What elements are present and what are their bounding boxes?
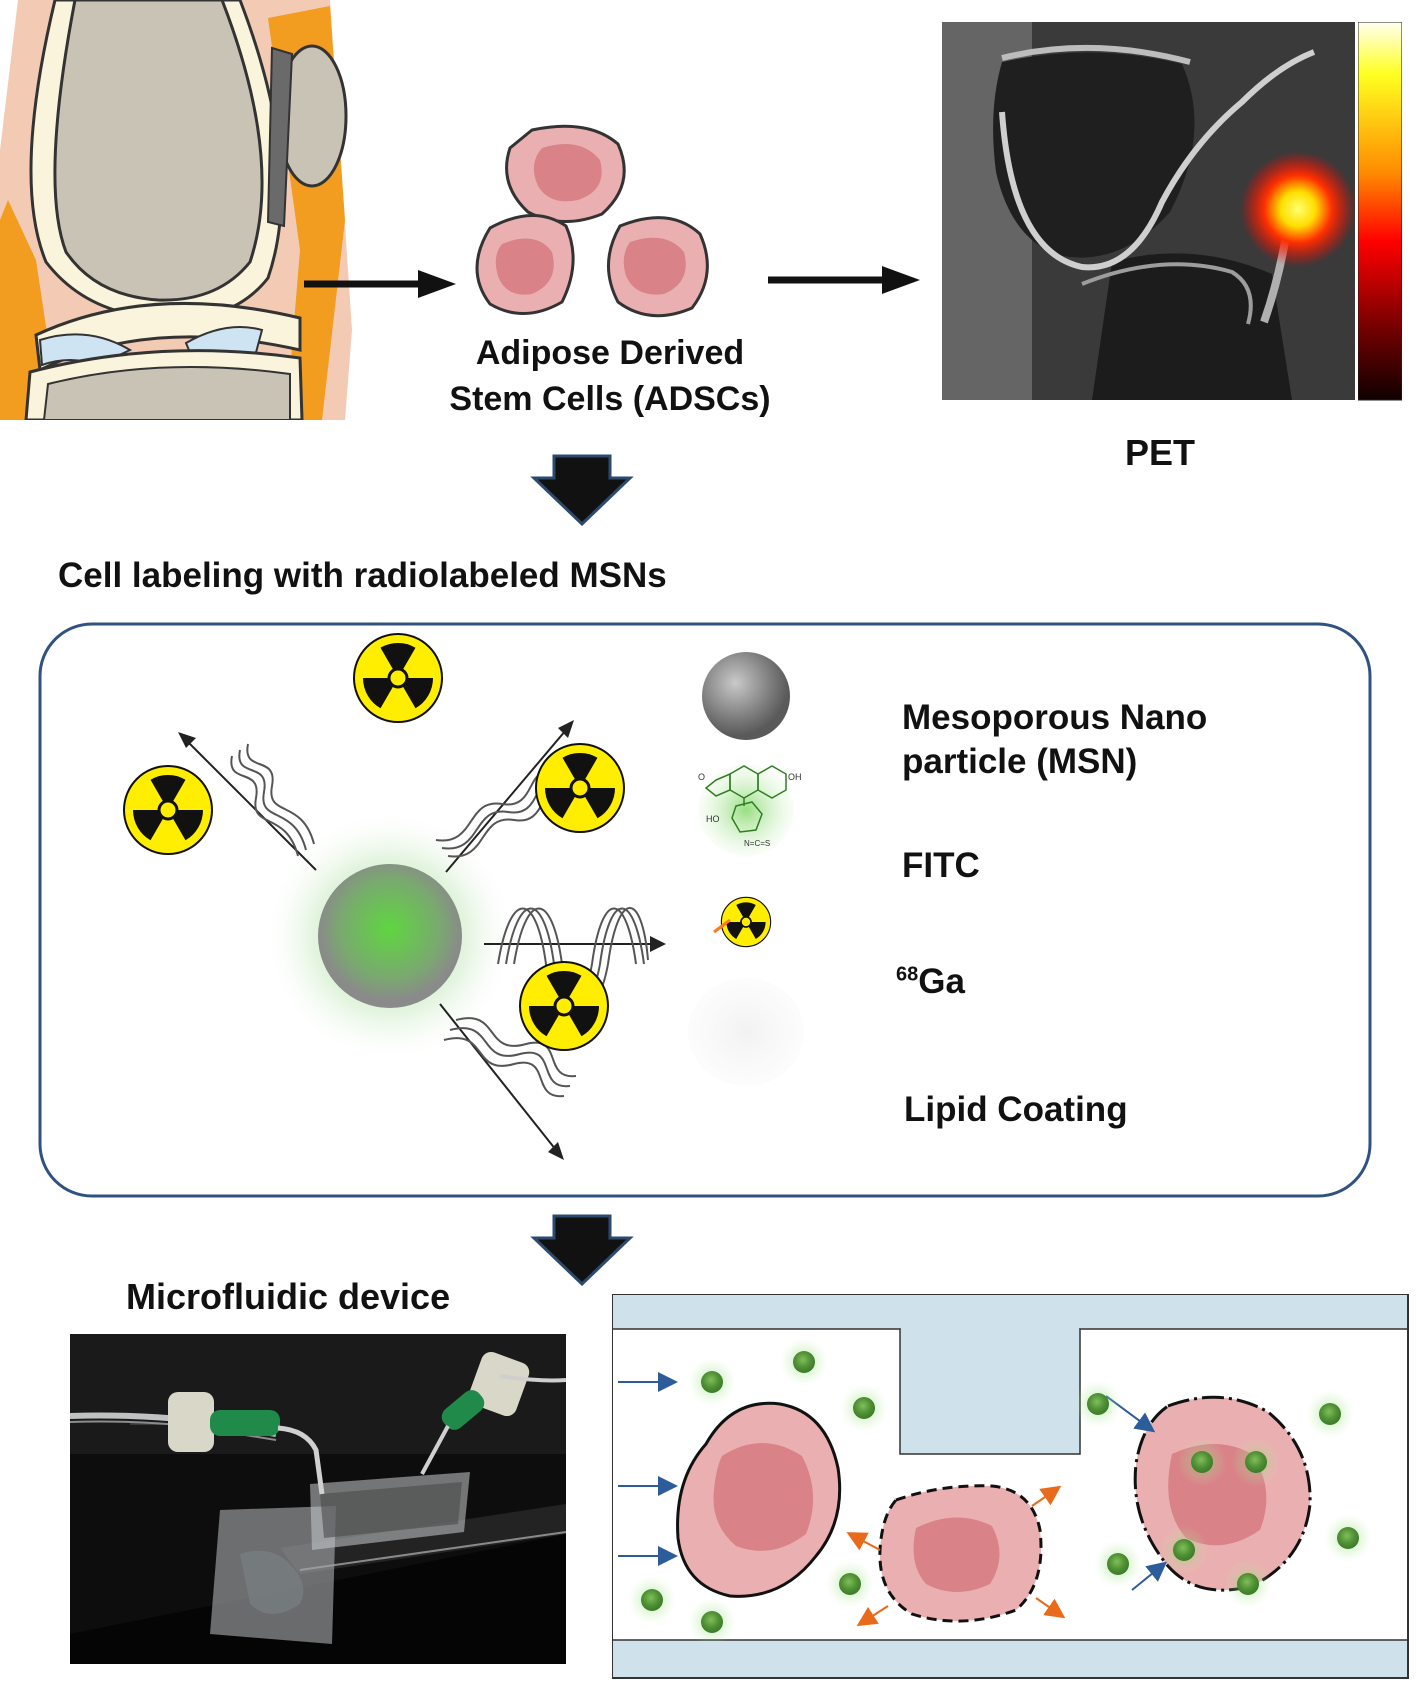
adsc-cells-illustration bbox=[475, 124, 709, 318]
green-particle bbox=[1232, 1438, 1280, 1486]
microfluidic-device-title: Microfluidic device bbox=[126, 1276, 451, 1317]
radiation-icon bbox=[518, 960, 610, 1052]
radiation-icon bbox=[534, 742, 626, 834]
leak-arrow bbox=[856, 1605, 889, 1627]
adsc-cell bbox=[475, 214, 575, 315]
adsc-label-line1: Adipose Derived bbox=[475, 334, 745, 372]
green-particle bbox=[1178, 1438, 1226, 1486]
leak-arrow bbox=[1035, 1597, 1066, 1619]
microfluidic-channel-schematic bbox=[612, 1294, 1409, 1679]
radiation-icon bbox=[122, 764, 214, 856]
green-particle bbox=[826, 1560, 874, 1608]
msn-legend-icon bbox=[702, 652, 790, 740]
green-particle bbox=[688, 1598, 736, 1646]
green-particle bbox=[1160, 1526, 1208, 1574]
gamma-wave-upper-left bbox=[178, 732, 317, 871]
fitc-oh-right: OH bbox=[788, 772, 802, 782]
uptake-arrow bbox=[1131, 1561, 1168, 1591]
legend-msn-label-line1: Mesoporous Nano bbox=[902, 698, 1208, 737]
arrow-cells-to-pet bbox=[768, 266, 920, 294]
block-arrow-down-1 bbox=[530, 454, 634, 526]
adsc-label-line2: Stem Cells (ADSCs) bbox=[449, 380, 771, 418]
labeling-section-title: Cell labeling with radiolabeled MSNs bbox=[58, 556, 667, 595]
radiation-icon bbox=[352, 632, 444, 724]
pet-label: PET bbox=[1124, 432, 1195, 473]
ga68-symbol: Ga bbox=[918, 962, 965, 1001]
green-particle bbox=[1306, 1390, 1354, 1438]
green-particle bbox=[1074, 1380, 1122, 1428]
green-particle bbox=[688, 1358, 736, 1406]
labeled-msn-particle bbox=[262, 808, 518, 1064]
stem-cell-left bbox=[676, 1401, 842, 1598]
green-particle bbox=[1094, 1540, 1142, 1588]
legend-msn-label-line2: particle (MSN) bbox=[902, 742, 1138, 781]
gamma-wave-lower-right bbox=[439, 1003, 577, 1160]
ga68-legend-icon bbox=[713, 896, 772, 948]
arrow-knee-to-cells bbox=[304, 270, 456, 298]
green-particle bbox=[628, 1576, 676, 1624]
leak-arrow bbox=[846, 1532, 881, 1551]
legend-ga68-label: 68Ga bbox=[896, 962, 965, 1002]
adsc-cell bbox=[607, 216, 709, 318]
green-particle bbox=[840, 1384, 888, 1432]
pet-scan-image bbox=[942, 22, 1357, 402]
ga68-superscript: 68 bbox=[896, 963, 919, 986]
adsc-cell bbox=[505, 124, 626, 224]
fitc-ncs: N=C=S bbox=[744, 839, 770, 848]
fitc-ho-bottom: HO bbox=[706, 814, 720, 824]
block-arrow-down-2 bbox=[530, 1214, 634, 1286]
knee-anatomy-illustration bbox=[0, 0, 352, 420]
green-particle bbox=[1224, 1560, 1272, 1608]
legend-fitc-label: FITC bbox=[902, 846, 980, 885]
lipid-coating-legend-icon bbox=[688, 978, 804, 1086]
leak-arrow bbox=[1031, 1485, 1062, 1507]
fitc-o-left: O bbox=[698, 772, 705, 782]
green-particle bbox=[1324, 1514, 1372, 1562]
fitc-structure-icon bbox=[698, 764, 794, 856]
microfluidic-device-photo bbox=[70, 1334, 566, 1664]
stem-cell-middle bbox=[878, 1484, 1043, 1623]
legend-lipid-label: Lipid Coating bbox=[904, 1090, 1128, 1129]
green-particle bbox=[780, 1338, 828, 1386]
pet-color-scale bbox=[1358, 22, 1402, 401]
msn-labeling-panel: O OH HO N=C=S bbox=[38, 622, 1372, 1198]
